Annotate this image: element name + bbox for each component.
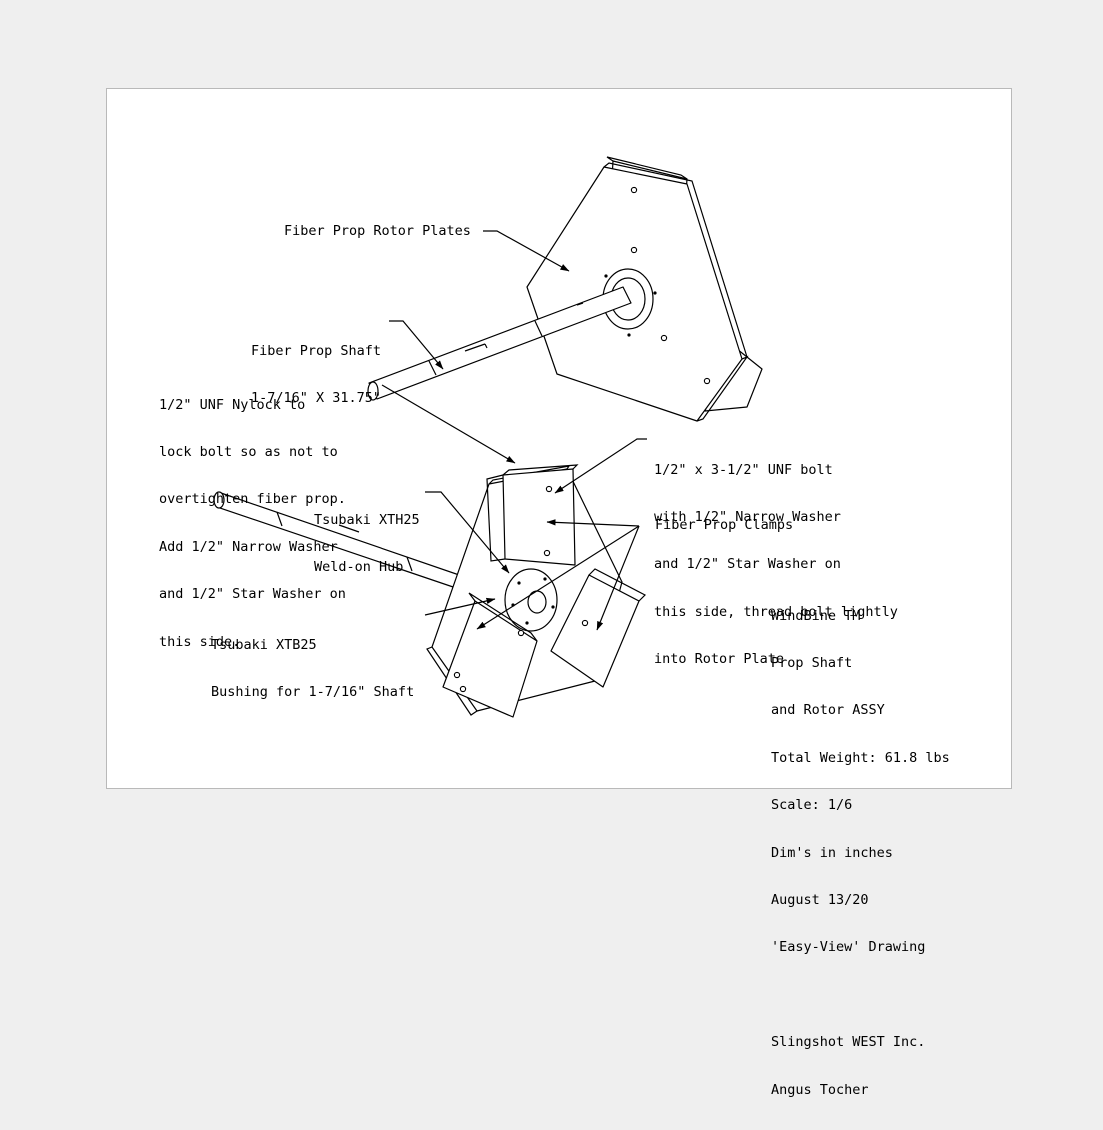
title-block-line: Scale: 1/6 [771, 797, 853, 814]
lower-left-clamp [442, 600, 538, 718]
upper-rotor-assembly [367, 156, 763, 422]
title-block-line: Slingshot WEST Inc. [771, 1034, 926, 1051]
label-nylock: 1/2" UNF Nylock to lock bolt so as not t… [159, 396, 346, 650]
title-block-line: August 13/20 [771, 891, 869, 908]
title-block-line: Dim's in inches [771, 844, 893, 861]
title-block-line [771, 988, 950, 1004]
title-block-line: and Rotor ASSY [771, 702, 885, 719]
title-block-line: Prop Shaft [771, 654, 853, 671]
title-block: WindBine TM Prop Shaft and Rotor ASSY To… [771, 577, 950, 1130]
lower-rotor-assembly [213, 464, 647, 718]
label-rotor-plates: Fiber Prop Rotor Plates [284, 223, 471, 239]
title-block-line: Angus Tocher [771, 1081, 869, 1098]
leader-lines [381, 230, 647, 631]
drawing-sheet: Fiber Prop Rotor Plates Fiber Prop Shaft… [106, 88, 1012, 1097]
title-block-line: Total Weight: 61.8 lbs [771, 749, 950, 766]
label-weld-hub: Tsubaki XTH25 Weld-on Hub [314, 511, 420, 575]
label-bushing: Tsubaki XTB25 Bushing for 1-7/16" Shaft [211, 636, 415, 700]
label-clamps: Fiber Prop Clamps [655, 517, 794, 533]
lower-top-clamp [502, 468, 576, 566]
label-shaft: Fiber Prop Shaft 1-7/16" X 31.75" [251, 342, 382, 406]
label-bolt: 1/2" x 3-1/2" UNF bolt with 1/2" Narrow … [654, 461, 898, 668]
lower-right-clamp [550, 574, 640, 688]
title-block-line: 'Easy-View' Drawing [771, 939, 926, 956]
title-block-line: WindBine TM [771, 607, 861, 624]
assembly-drawing [213, 156, 763, 718]
